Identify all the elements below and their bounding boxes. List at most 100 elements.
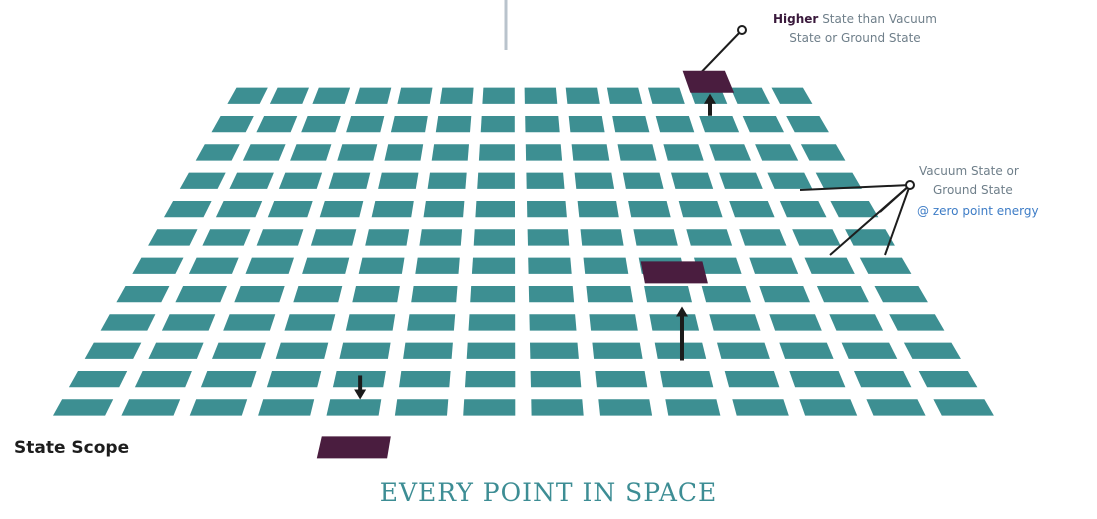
grid-cell xyxy=(526,144,562,160)
grid-cell xyxy=(799,399,857,415)
grid-cell xyxy=(633,229,677,245)
grid-cell xyxy=(686,229,732,245)
grid-cell xyxy=(792,229,840,245)
grid-cell xyxy=(575,173,615,189)
grid-cell xyxy=(607,88,642,104)
grid-cell xyxy=(397,88,432,104)
grid-cell xyxy=(475,201,515,217)
grid-cell xyxy=(530,343,579,359)
vacuum-state-label-line1: Vacuum State or xyxy=(905,162,1095,181)
grid-cell xyxy=(725,371,780,387)
grid-cell xyxy=(463,399,515,415)
grid-cell xyxy=(805,258,855,274)
grid-cell xyxy=(432,144,469,160)
grid-cell xyxy=(709,314,760,330)
higher-state-label: Higher State than Vacuum State or Ground… xyxy=(720,10,990,48)
zero-point-energy-label: @ zero point energy xyxy=(905,202,1095,221)
grid-cell xyxy=(424,201,465,217)
grid-cell xyxy=(772,88,813,104)
grid-cell xyxy=(164,201,212,217)
higher-state-label-rest: State than Vacuum xyxy=(822,12,937,26)
grid-cell xyxy=(644,286,692,302)
higher-state-cell xyxy=(683,71,735,93)
grid-cell xyxy=(329,173,371,189)
grid-cell xyxy=(719,173,763,189)
grid-cell xyxy=(612,116,649,132)
grid-cell xyxy=(180,173,226,189)
grid-cell xyxy=(202,229,250,245)
grid-cell xyxy=(311,229,356,245)
grid-cell xyxy=(816,173,862,189)
grid-cell xyxy=(801,144,846,160)
grid-cell xyxy=(346,116,384,132)
grid-cell xyxy=(467,343,516,359)
grid-cell xyxy=(875,286,928,302)
vacuum-state-label: Vacuum State or Ground State @ zero poin… xyxy=(905,162,1095,221)
grid-cell xyxy=(279,173,322,189)
grid-cell xyxy=(440,88,474,104)
grid-cell xyxy=(359,258,405,274)
grid-cell xyxy=(469,314,516,330)
grid-cell xyxy=(525,116,560,132)
grid-cell xyxy=(223,314,275,330)
grid-cell xyxy=(212,343,266,359)
grid-cell xyxy=(234,286,284,302)
grid-cell xyxy=(201,371,257,387)
grid-cell xyxy=(569,116,605,132)
grid-cell xyxy=(190,399,248,415)
grid-cell xyxy=(312,88,350,104)
grid-cell xyxy=(290,144,331,160)
vacuum-state-label-line2: Ground State xyxy=(905,181,1095,200)
grid-cell xyxy=(470,286,515,302)
grid-cell xyxy=(830,201,878,217)
grid-cell xyxy=(904,343,961,359)
grid-cell xyxy=(586,286,633,302)
grid-cell xyxy=(729,201,774,217)
grid-cell xyxy=(415,258,460,274)
grid-cell xyxy=(482,88,514,104)
grid-cell xyxy=(526,173,564,189)
grid-cell xyxy=(403,343,453,359)
grid-cell xyxy=(436,116,472,132)
grid-cell xyxy=(327,399,382,415)
grid-cell xyxy=(121,399,180,415)
grid-cell xyxy=(301,116,341,132)
grid-cell xyxy=(866,399,925,415)
grid-cell xyxy=(933,399,994,415)
grid-cell xyxy=(148,229,197,245)
grid-cell xyxy=(527,201,567,217)
grid-cell xyxy=(365,229,409,245)
grid-cell xyxy=(592,343,642,359)
grid-cell xyxy=(472,258,515,274)
grid-cell xyxy=(598,399,652,415)
grid-cell xyxy=(581,229,624,245)
grid-cell xyxy=(257,229,304,245)
grid-cell xyxy=(229,173,274,189)
grid-cell xyxy=(730,88,770,104)
grid-cell xyxy=(699,116,739,132)
grid-cell xyxy=(779,343,833,359)
grid-cell xyxy=(780,201,827,217)
grid-cell xyxy=(479,144,515,160)
grid-cell xyxy=(531,399,583,415)
grid-cell xyxy=(528,229,570,245)
higher-state-label-bold: Higher xyxy=(773,12,818,26)
grid-cell xyxy=(148,343,203,359)
grid-cell xyxy=(385,144,424,160)
grid-cell xyxy=(227,88,267,104)
grid-cell xyxy=(578,201,619,217)
grid-cell xyxy=(618,144,657,160)
grid-cell xyxy=(53,399,113,415)
grid-cell xyxy=(628,201,671,217)
grid-cell xyxy=(399,371,451,387)
grid-cell xyxy=(743,116,784,132)
grid-cell xyxy=(391,116,428,132)
grid-cell xyxy=(302,258,349,274)
grid-cell xyxy=(702,286,751,302)
grid-cell xyxy=(649,314,699,330)
grid-cell xyxy=(285,314,336,330)
grid-cell xyxy=(717,343,770,359)
grid-cell xyxy=(663,144,703,160)
grid-cell xyxy=(529,286,574,302)
grid-cell xyxy=(531,371,582,387)
